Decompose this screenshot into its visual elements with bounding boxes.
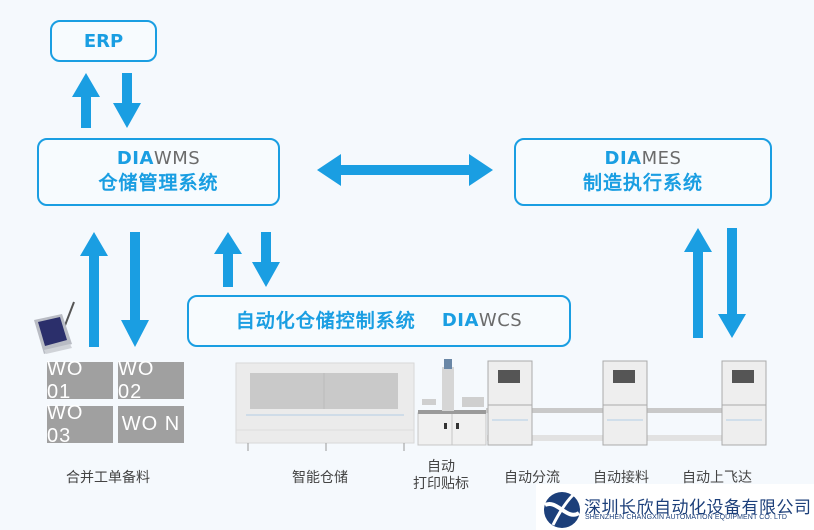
caption-auto-label-line1: 自动: [427, 459, 455, 475]
caption-auto-label: 自动 打印贴标: [413, 459, 469, 493]
company-name-cn: 深圳长欣自动化设备有限公司: [584, 498, 812, 518]
feeder-loading-machine: [721, 360, 767, 446]
wms-title: DIAWMS: [117, 148, 200, 170]
production-line-illustration: [235, 359, 767, 451]
receiving-machine: [602, 360, 648, 446]
wcs-box: 自动化仓储控制系统 DIAWCS: [187, 295, 571, 347]
arrow-down-icon: [718, 228, 746, 338]
wcs-title: 自动化仓储控制系统 DIAWCS: [236, 308, 522, 334]
company-logo-area: [536, 484, 814, 530]
wcs-prefix: DIA: [441, 310, 479, 331]
caption-auto-receiving: 自动接料: [593, 470, 649, 486]
wms-suffix: WMS: [153, 148, 201, 169]
work-order-tile: WO 03: [47, 402, 113, 447]
wms-name-cn: 仓储管理系统: [98, 172, 219, 194]
arrow-up-icon: [214, 232, 242, 287]
caption-auto-label-line2: 打印贴标: [413, 476, 469, 492]
caption-auto-sorting: 自动分流: [504, 470, 560, 486]
caption-smart-storage: 智能仓储: [292, 470, 348, 486]
double-arrow-horizontal-icon: [317, 154, 493, 186]
caption-auto-feida: 自动上飞达: [682, 470, 752, 486]
label-printer-machine: [417, 359, 487, 446]
arrow-down-icon: [121, 232, 149, 347]
work-order-tile: WO 01: [47, 358, 113, 403]
mes-suffix: MES: [641, 148, 682, 169]
arrow-up-icon: [72, 73, 100, 128]
wcs-suffix: WCS: [478, 310, 523, 331]
pda-device-icon: [34, 301, 75, 354]
arrow-down-icon: [113, 73, 141, 128]
work-order-tile: WO 02: [118, 358, 184, 403]
company-logo-icon: [544, 492, 581, 528]
arrow-down-icon: [252, 232, 280, 287]
erp-label: ERP: [83, 30, 124, 52]
mes-title: DIAMES: [605, 148, 682, 170]
mes-prefix: DIA: [604, 148, 642, 169]
arrow-up-icon: [684, 228, 712, 338]
wcs-name-cn: 自动化仓储控制系统: [235, 310, 416, 332]
wms-box: DIAWMS 仓储管理系统: [37, 138, 280, 206]
mes-name-cn: 制造执行系统: [582, 172, 703, 194]
wcs-code: DIAWCS: [442, 310, 522, 332]
sorting-machine: [487, 360, 533, 446]
work-order-tile: WO N: [118, 406, 184, 443]
mes-box: DIAMES 制造执行系统: [514, 138, 772, 206]
arrow-up-icon: [80, 232, 108, 347]
smart-storage-machine: [235, 362, 415, 451]
company-name-en: SHENZHEN CHANGXIN AUTOMATION EQUIPMENT C…: [585, 514, 788, 521]
erp-box: ERP: [50, 20, 157, 62]
wms-prefix: DIA: [116, 148, 154, 169]
caption-merge-orders: 合并工单备料: [66, 470, 150, 486]
